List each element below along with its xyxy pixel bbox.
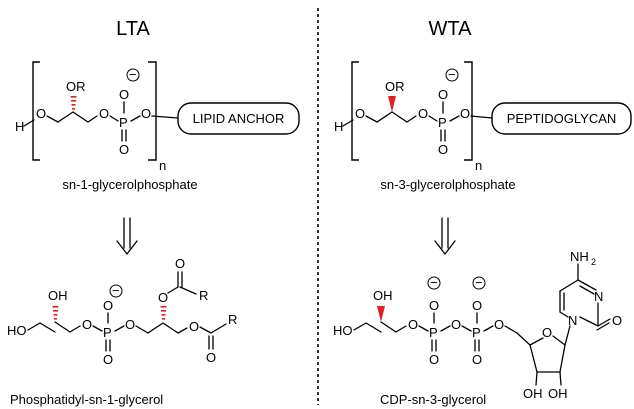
minus-sign: − [448,67,456,82]
peptidoglycan-box [491,102,632,135]
wta-repeat-unit: n H O OR O P O − O O PEPTIDOGLYCAN [334,61,632,173]
atom-o: O [418,106,428,121]
atom-p: P [119,115,128,130]
atom-o: O [82,317,92,332]
atom-r: R [228,312,237,327]
atom-p: P [429,325,438,340]
right-bracket [148,61,157,161]
atom-o: O [119,142,129,157]
wta-caption-top: sn-3-glycerolphosphate [380,177,515,192]
negative-charge [472,276,486,290]
lipid-anchor-label: LIPID ANCHOR [193,111,285,126]
atom-h: H [15,119,24,134]
atom-o: O [612,313,622,328]
atom-oh: OH [548,386,568,401]
biosynthesis-arrow-left [116,217,138,255]
lta-title: LTA [116,18,150,40]
atom-o: O [103,352,113,367]
repeat-n: n [475,158,482,173]
atom-nh2: NH [570,249,589,264]
atom-o: O [429,298,439,313]
minus-sign: − [430,275,438,290]
atom-p: P [103,325,112,340]
stereo-hash-bond [70,96,77,110]
atom-o: O [451,317,461,332]
atom-o: O [494,317,504,332]
lta-caption-top: sn-1-glycerolphosphate [62,177,197,192]
atom-o: O [125,317,135,332]
atom-oh: OH [48,288,68,303]
atom-oh: OH [523,386,543,401]
stereo-wedge-bond [377,306,385,322]
negative-charge [109,284,123,298]
atom-o: O [472,298,482,313]
atom-o: O [408,317,418,332]
atom-o: O [175,256,185,271]
lta-repeat-unit: n H O OR O P O − O O LIPID ANCHOR [15,61,300,173]
negative-charge [126,68,140,82]
atom-oh: OH [373,288,393,303]
atom-o: O [472,352,482,367]
atom-o: O [438,142,448,157]
lta-caption-bottom: Phosphatidyl-sn-1-glycerol [10,392,163,407]
wta-caption-bottom: CDP-sn-3-glycerol [380,392,486,407]
minus-sign: − [112,283,120,298]
atom-o: O [438,87,448,102]
atom-or: OR [385,79,405,94]
atom-o: O [206,350,216,365]
atom-n: N [594,289,603,304]
atom-or: OR [66,79,86,94]
atom-o: O [103,298,113,313]
atom-o: O [355,106,365,121]
repeat-n: n [159,158,166,173]
atom-o: O [36,106,46,121]
stereo-hash-bond [52,306,59,320]
negative-charge [445,68,459,82]
atom-ho: HO [333,323,353,338]
right-bracket [464,61,473,161]
minus-sign: − [475,275,483,290]
atom-h: H [334,119,343,134]
phosphatidyl-glycerol: HO OH O P O − O O O [7,256,237,367]
stereo-wedge-bond [388,96,396,112]
atom-o: O [542,325,552,340]
atom-o: O [99,106,109,121]
negative-charge [427,276,441,290]
left-bracket [351,61,359,161]
atom-p: P [472,325,481,340]
stereo-hash-bond [160,306,167,320]
atom-o: O [119,87,129,102]
biosynthesis-arrow-right [434,217,456,255]
atom-p: P [438,115,447,130]
subscript-2: 2 [591,257,596,267]
minus-sign: − [129,67,137,82]
wta-title: WTA [429,18,473,40]
atom-ho: HO [7,323,27,338]
lipid-anchor-box [177,102,300,135]
atom-o: O [429,352,439,367]
ribose-ring-lower [529,344,566,373]
atom-n: N [568,313,577,328]
atom-r: R [199,288,208,303]
atom-o: O [141,106,151,121]
atom-o: O [460,106,470,121]
cdp-glycerol: HO OH O P O − O O P O − O O O [333,249,622,401]
atom-o: O [158,290,168,305]
left-bracket [32,61,40,161]
atom-o: O [189,319,199,334]
peptidoglycan-label: PEPTIDOGLYCAN [507,111,617,126]
